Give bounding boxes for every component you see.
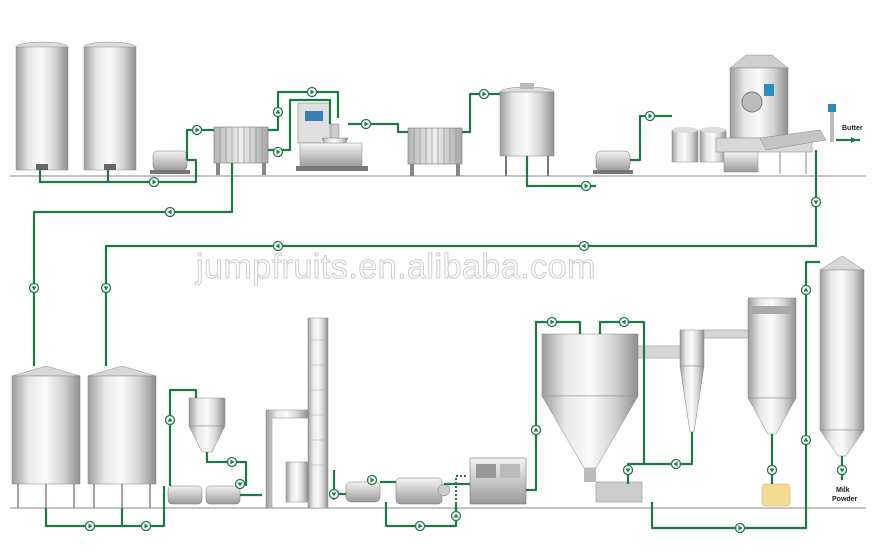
flow-arrow-icon	[100, 282, 112, 294]
flow-arrow-icon	[306, 86, 318, 98]
flow-arrow-icon	[272, 146, 284, 158]
powder-bag	[761, 483, 791, 507]
milk-powder-label-line1: Milk	[836, 487, 850, 494]
flow-arrow-icon	[28, 282, 40, 294]
cream-ripening-tank	[499, 83, 555, 176]
feed-pump-1	[150, 150, 190, 174]
flow-arrow-icon	[580, 180, 592, 192]
homogenizer	[469, 457, 527, 505]
flow-arrow-icon	[622, 464, 634, 476]
watermark-text: jumpfruits.en.alibaba.com	[195, 248, 596, 286]
feed-hopper	[188, 397, 226, 453]
flow-arrow-icon	[148, 176, 160, 188]
evaporator-column	[265, 317, 329, 509]
raw-milk-storage-tank-1	[15, 41, 69, 171]
flow-arrow-icon	[226, 456, 238, 468]
flow-arrow-icon	[328, 488, 340, 500]
flow-arrow-icon	[836, 464, 848, 476]
flow-arrow-icon	[272, 240, 284, 252]
flow-arrow-icon	[766, 464, 778, 476]
floor-lines	[10, 175, 866, 509]
plate-heat-exchanger-2	[407, 127, 463, 176]
dotted-pipe	[455, 475, 466, 504]
fluid-bed-dryer	[747, 297, 797, 435]
flow-arrow-icon	[414, 520, 426, 532]
flow-arrow-icon	[800, 284, 812, 296]
feed-pump-2	[593, 150, 633, 174]
flow-arrow-icon	[644, 110, 656, 122]
flow-arrow-icon	[546, 316, 558, 328]
flow-arrow-icon	[578, 240, 590, 252]
concentrate-storage-tank-2	[87, 365, 157, 508]
flow-arrow-icon	[734, 522, 746, 534]
milk-powder-label-line2: Powder	[832, 496, 858, 503]
flow-arrow-icon	[670, 458, 682, 470]
flow-arrow-icon	[810, 196, 822, 208]
flow-arrow-icon	[618, 316, 630, 328]
flow-arrow-icon	[366, 474, 378, 486]
cyclone-separator	[637, 329, 751, 433]
raw-milk-storage-tank-2	[83, 41, 137, 171]
concentrate-storage-tank-1	[11, 365, 81, 508]
flow-arrow-icon	[450, 510, 462, 522]
flow-arrow-icon	[851, 137, 857, 143]
flow-arrow-icon	[191, 124, 203, 136]
flow-arrow-icon	[272, 106, 284, 118]
flow-arrow-icon	[164, 414, 176, 426]
spray-dryer-chamber	[541, 333, 643, 503]
flow-arrow-icon	[84, 520, 96, 532]
flow-arrow-icon	[478, 88, 490, 100]
flow-arrows	[28, 86, 857, 534]
pipe-network	[32, 90, 860, 530]
butter-label: Butter	[842, 125, 863, 132]
plate-heat-exchanger-1	[213, 126, 269, 175]
flow-arrow-icon	[360, 118, 372, 130]
butter-churn-unit	[671, 54, 827, 174]
concentrate-pump	[345, 481, 381, 503]
flow-arrow-icon	[234, 478, 246, 490]
flow-arrow-icon	[530, 424, 542, 436]
twin-pumps	[167, 485, 241, 505]
high-pressure-pump-motor	[395, 477, 451, 505]
butter-outlet-valve	[828, 104, 836, 142]
flow-arrow-icon	[800, 434, 812, 446]
milk-powder-silo	[819, 255, 865, 457]
flow-arrow-icon	[140, 520, 152, 532]
cream-separator	[296, 102, 368, 171]
flow-arrow-icon	[164, 206, 176, 218]
